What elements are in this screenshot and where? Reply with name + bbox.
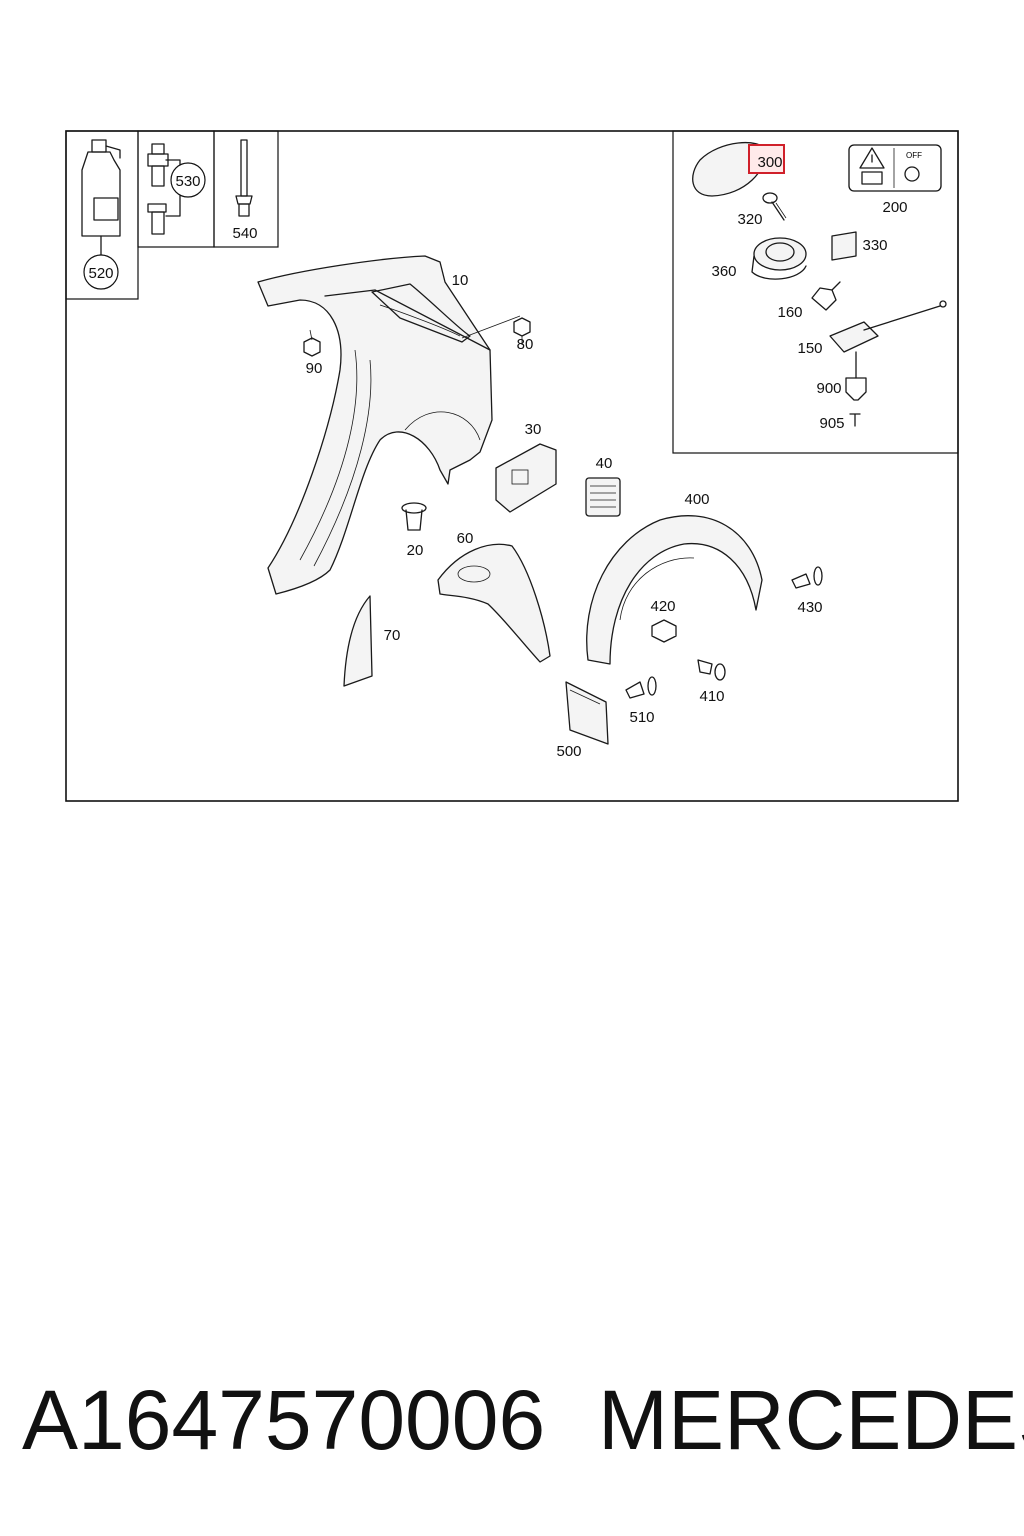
part-number: A1647570006 <box>22 1373 546 1467</box>
screw-icon-410 <box>697 659 726 681</box>
warning-label-icon: OFF <box>848 144 942 192</box>
side-panel-drawing <box>257 255 493 595</box>
callout-70: 70 <box>384 627 401 644</box>
callout-520: 520 <box>88 265 113 282</box>
callout-430: 430 <box>797 599 822 616</box>
callout-20: 20 <box>407 542 424 559</box>
callout-circle-530 <box>170 162 206 198</box>
callout-510: 510 <box>629 709 654 726</box>
callout-90: 90 <box>306 360 323 377</box>
rivet-icon <box>235 139 253 217</box>
wheel-liner-drawing <box>586 515 763 665</box>
nut-icon-90 <box>303 329 321 357</box>
callout-150: 150 <box>797 340 822 357</box>
nut-icon-80 <box>513 317 531 345</box>
callout-160: 160 <box>777 304 802 321</box>
vent-grille-icon <box>585 477 621 517</box>
callout-360: 360 <box>711 263 736 280</box>
callout-900: 900 <box>816 380 841 397</box>
brand-name: MERCEDES <box>598 1373 1024 1467</box>
flange-nut-icon <box>651 619 677 643</box>
callout-30: 30 <box>525 421 542 438</box>
callout-200: 200 <box>882 199 907 216</box>
retainer-icon <box>845 377 867 401</box>
trim-panel-drawing <box>343 595 373 687</box>
bracket-icon <box>495 443 557 513</box>
callout-420: 420 <box>650 598 675 615</box>
callout-80: 80 <box>517 336 534 353</box>
callout-40: 40 <box>596 455 613 472</box>
mud-flap-rib <box>569 689 601 705</box>
accessory-boxes <box>65 130 279 300</box>
callout-410: 410 <box>699 688 724 705</box>
diagram-frame <box>65 130 959 802</box>
wheel-liner-contour <box>619 557 695 621</box>
callout-530: 530 <box>175 173 200 190</box>
bracket-window <box>511 469 529 485</box>
callout-330: 330 <box>862 237 887 254</box>
bump-stop-icon <box>401 502 427 531</box>
callout-500: 500 <box>556 743 581 760</box>
screw-icon-430 <box>791 566 823 589</box>
callout-320: 320 <box>737 211 762 228</box>
footer: A1647570006 MERCEDES <box>0 1360 1024 1480</box>
svg-text:OFF: OFF <box>906 151 922 160</box>
pin-icon <box>849 413 861 427</box>
screw-icon <box>762 192 787 221</box>
wheel-arch-inner-drawing <box>437 543 551 663</box>
clip-icon <box>811 281 841 311</box>
screw-icon-510 <box>625 676 657 699</box>
seal-icon <box>831 231 857 261</box>
plug-icon <box>147 143 181 235</box>
inset-frame <box>672 130 959 454</box>
callout-905: 905 <box>819 415 844 432</box>
callout-60: 60 <box>457 530 474 547</box>
callout-10: 10 <box>452 272 469 289</box>
callout-400: 400 <box>684 491 709 508</box>
wheel-arch-opening <box>457 565 491 583</box>
callout-300: 300 <box>757 154 782 171</box>
callout-540: 540 <box>232 225 257 242</box>
fuel-flap-icon <box>692 141 766 197</box>
callout-circle-520 <box>83 254 119 290</box>
sealant-bottle-icon <box>81 139 121 257</box>
filler-housing-icon <box>751 237 807 280</box>
mud-flap-drawing <box>565 681 609 745</box>
highlight-box-300 <box>748 144 785 174</box>
actuator-icon <box>829 300 947 379</box>
